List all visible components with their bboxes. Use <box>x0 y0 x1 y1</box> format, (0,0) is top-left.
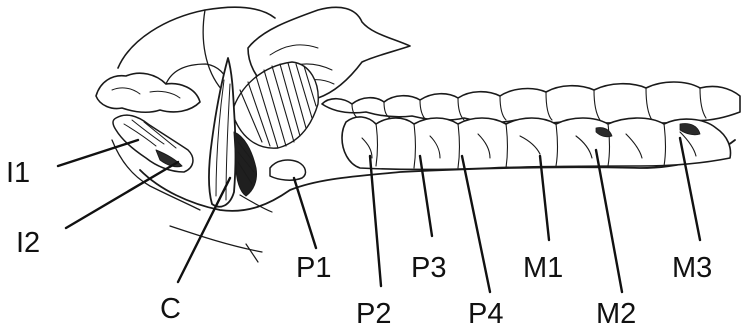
leader-i1 <box>58 140 138 166</box>
leader-c <box>178 178 230 282</box>
label-m2: M2 <box>596 298 636 330</box>
leader-m1 <box>540 156 549 240</box>
tooth-labels: I1 I2 C P1 P2 P3 P4 M1 M2 M3 <box>6 157 712 330</box>
leader-m2 <box>596 150 622 292</box>
leader-p2 <box>370 156 381 286</box>
label-i1: I1 <box>6 157 30 189</box>
label-p3: P3 <box>411 252 446 284</box>
first-premolar <box>270 160 305 180</box>
leader-i2 <box>66 162 178 228</box>
label-m3: M3 <box>672 252 712 284</box>
lower-tooth-row <box>342 117 730 170</box>
label-p1: P1 <box>296 252 331 284</box>
label-m1: M1 <box>523 252 563 284</box>
label-p2: P2 <box>356 298 391 330</box>
upper-tooth-row <box>322 82 740 123</box>
label-p4: P4 <box>468 298 503 330</box>
label-c: C <box>160 293 181 325</box>
leader-p1 <box>294 178 316 248</box>
leader-p4 <box>462 156 490 292</box>
label-i2: I2 <box>16 227 40 259</box>
premaxilla <box>96 64 228 112</box>
